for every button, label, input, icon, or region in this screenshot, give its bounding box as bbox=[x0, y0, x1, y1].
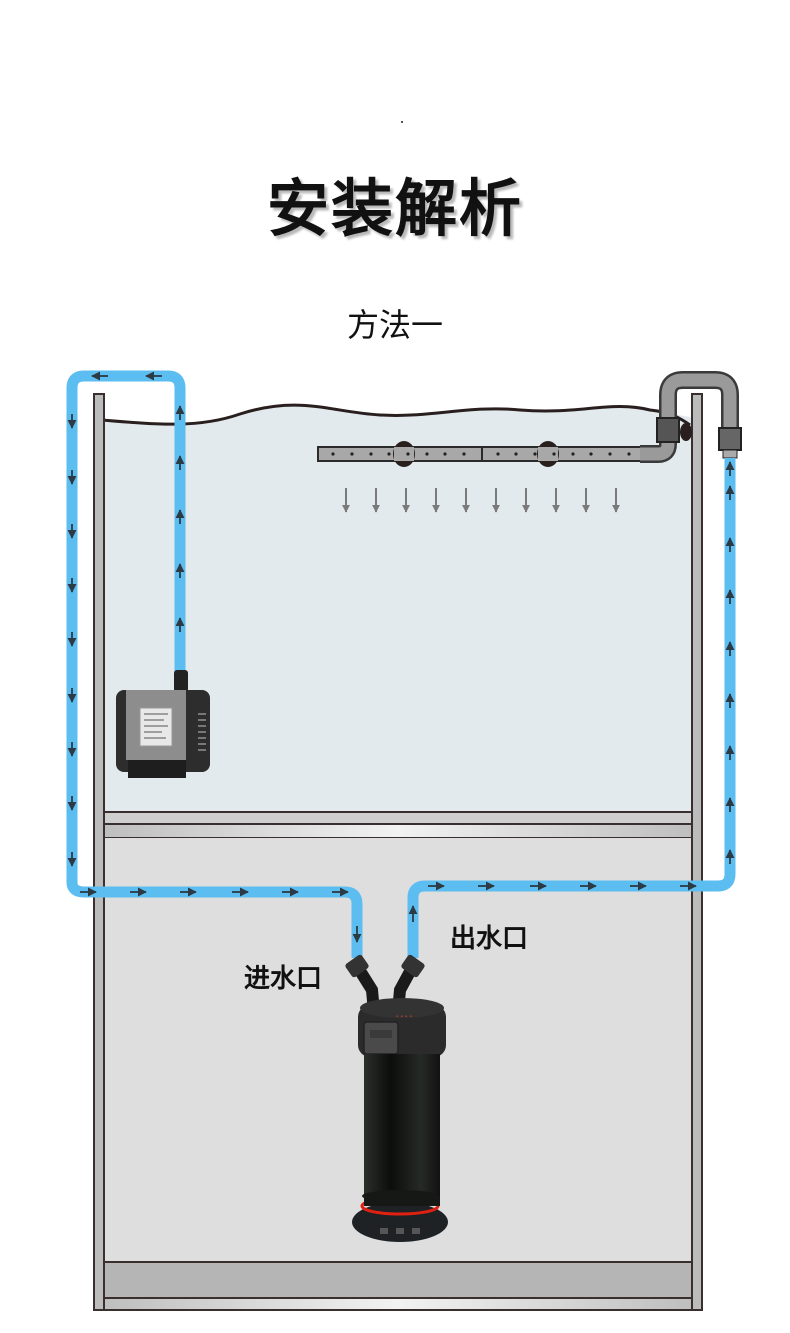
submersible-pump bbox=[116, 670, 210, 778]
right-post bbox=[691, 393, 703, 1311]
method-subtitle: 方法一 bbox=[346, 306, 443, 344]
left-post bbox=[93, 393, 105, 1311]
flow-arrows bbox=[67, 371, 735, 943]
spray-bar bbox=[317, 441, 651, 467]
spray-arrows bbox=[342, 488, 620, 513]
page-title: 安装解析 bbox=[266, 172, 523, 245]
water-surface bbox=[101, 403, 691, 427]
return-pipe bbox=[640, 371, 742, 463]
inlet-label: 进水口 bbox=[244, 964, 323, 994]
filter-to-tank-hose bbox=[407, 458, 736, 958]
svg-text:• • • •: • • • • bbox=[396, 1014, 413, 1020]
outlet-label: 出水口 bbox=[450, 924, 529, 954]
stray-dot bbox=[401, 121, 403, 123]
canister-filter: • • • • bbox=[345, 954, 448, 1242]
